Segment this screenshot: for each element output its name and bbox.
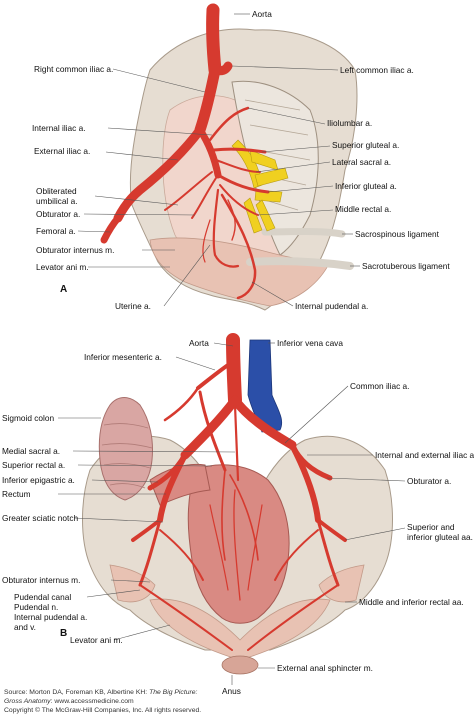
credit-line-2: Gross Anatomy: www.accessmedicine.com [4, 698, 134, 707]
label-common-iliac: Common iliac a. [350, 381, 410, 391]
medial-sacral [233, 403, 240, 482]
label-sacrospinous: Sacrospinous ligament [355, 229, 439, 239]
label-superior-gluteal: Superior gluteal a. [332, 140, 400, 150]
inferior-mesenteric [196, 363, 230, 390]
middle-rectal [219, 184, 259, 216]
rectum-organ [187, 464, 290, 624]
label-rectum: Rectum [2, 489, 31, 499]
common-iliac-right [230, 395, 297, 450]
label-femoral: Femoral a. [36, 226, 76, 236]
credit-book-subtitle: Gross Anatomy [4, 698, 51, 705]
label-middle-rectal: Middle rectal a. [335, 204, 392, 214]
superior-rectal [198, 390, 227, 472]
femoral-artery [100, 214, 122, 244]
sacrotuberous-ligament [246, 257, 354, 270]
sigmoid-colon [98, 397, 153, 501]
label-obturator-a: Obturator a. [36, 209, 81, 219]
label-middle-inferior-rectal: Middle and inferior rectal aa. [359, 597, 464, 607]
label-obturator-internus-b: Obturator internus m. [2, 575, 81, 585]
levator-ani-b [149, 598, 331, 661]
label-obturator-internus-a: Obturator internus m. [36, 245, 115, 255]
label-internal-pudendal: Internal pudendal a. [295, 301, 369, 311]
obliterated-umbilical [164, 171, 213, 211]
label-pudendal-canal: Pudendal canal [14, 592, 72, 602]
label-lateral-sacral: Lateral sacral a. [332, 157, 392, 167]
label-sigmoid-colon: Sigmoid colon [2, 413, 55, 423]
label-aorta-b: Aorta [189, 338, 209, 348]
internal-iliac [196, 126, 222, 179]
credit-source-prefix: Source: Morton DA, Foreman KB, Albertine… [4, 689, 150, 696]
label-internal-pudendal-av: Internal pudendal a. [14, 612, 88, 622]
label-inferior-epigastric: Inferior epigastric a. [2, 475, 75, 485]
label-obturator-b: Obturator a. [407, 476, 452, 486]
label-levator-ani-b: Levator ani m. [70, 635, 123, 645]
label-inferior-gluteal: Inferior gluteal a. [335, 181, 397, 191]
label-internal-external-iliac: Internal and external iliac aa. [375, 450, 474, 460]
label-sacrotuberous: Sacrotuberous ligament [362, 261, 450, 271]
label-iliolumbar: Iliolumbar a. [327, 118, 373, 128]
label-greater-sciatic-notch: Greater sciatic notch [2, 513, 79, 523]
aorta-b [226, 333, 242, 407]
sacrospinous-ligament [261, 228, 346, 238]
label-obliterated-umbilical: Obliterated umbilical a. [36, 186, 78, 206]
label-levator-ani-a: Levator ani m. [36, 262, 89, 272]
levator-ani-muscle [149, 237, 331, 307]
inferior-gluteal [216, 173, 270, 194]
label-right-common-iliac: Right common iliac a. [34, 64, 114, 74]
panel-letter-a: A [60, 284, 68, 295]
panel-b-arteries [131, 333, 347, 651]
label-inferior-mesenteric: Inferior mesenteric a. [84, 352, 162, 362]
label-anus: Anus [222, 686, 241, 696]
panel-letter-b: B [60, 628, 68, 639]
label-superior-inferior-gluteal: Superior and inferior gluteal aa. [407, 522, 473, 542]
credit-website: : www.accessmedicine.com [50, 698, 134, 705]
obturator-artery [191, 177, 217, 219]
label-external-iliac: External iliac a. [34, 146, 91, 156]
external-anal-sphincter [221, 655, 259, 675]
credit-copyright: Copyright © The McGraw-Hill Companies, I… [4, 707, 202, 714]
uterine [212, 188, 240, 268]
credit-line-1: Source: Morton DA, Foreman KB, Albertine… [4, 689, 197, 698]
superior-gluteal [212, 147, 267, 154]
label-aorta-a: Aorta [252, 9, 272, 19]
label-superior-rectal: Superior rectal a. [2, 460, 66, 470]
label-pudendal-n: Pudendal n. [14, 602, 59, 612]
inferior-vena-cava [247, 339, 283, 433]
label-external-anal-sphincter: External anal sphincter m. [277, 663, 373, 673]
credit-book-title: The Big Picture: [149, 689, 198, 696]
label-and-v: and v. [14, 622, 36, 632]
external-iliac [113, 125, 205, 223]
label-left-common-iliac: Left common iliac a. [340, 65, 414, 75]
panel-a-arteries [113, 3, 270, 300]
label-inferior-vena-cava: Inferior vena cava [277, 338, 343, 348]
label-uterine: Uterine a. [115, 301, 151, 311]
label-internal-iliac: Internal iliac a. [32, 123, 86, 133]
panel-a-illustration [100, 3, 358, 311]
panel-b-illustration [82, 333, 393, 675]
label-medial-sacral: Medial sacral a. [2, 446, 61, 456]
iliolumbar [208, 106, 250, 142]
obturator-internus-right [318, 564, 365, 603]
